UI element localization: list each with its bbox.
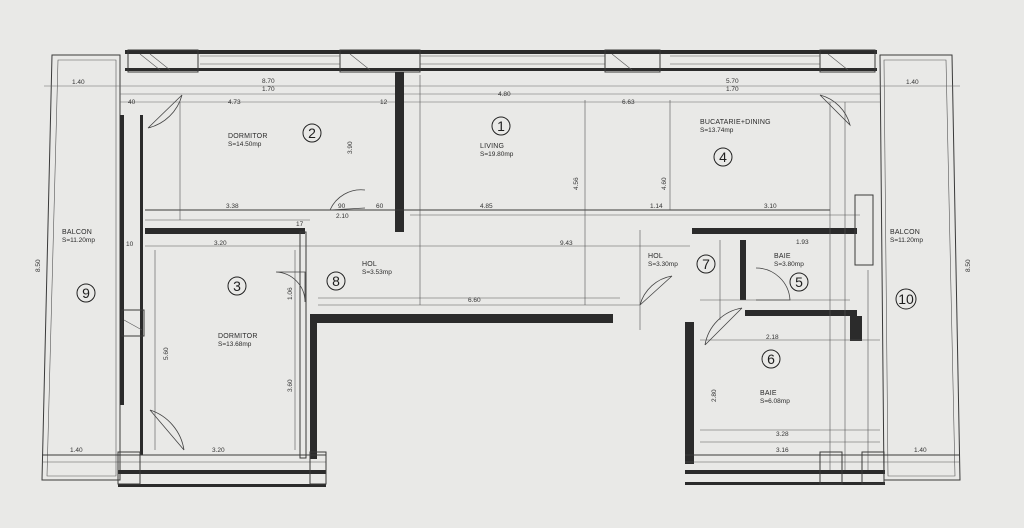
room-area-hol-8: S=3.53mp: [362, 269, 392, 276]
dim-row2-mid: 4.80: [498, 91, 511, 98]
room-name-baie-5: BAIE: [774, 253, 791, 260]
room-label-1: 1 LIVING S=19.80mp: [480, 116, 514, 158]
room-area-balcon-10: S=11.20mp: [890, 237, 923, 244]
room-label-4: 4 BUCATARIE+DINING S=13.74mp: [700, 119, 771, 167]
balcony-left-outline: [41, 54, 121, 481]
room-name-dormitor-3: DORMITOR: [218, 333, 258, 340]
room-area-hol-7: S=3.30mp: [648, 261, 678, 268]
room-name-balcon-9: BALCON: [62, 229, 92, 236]
dim-room3-bottom: 3.20: [212, 447, 225, 454]
room-number-6: 6: [767, 351, 775, 367]
dim-room3-height2: 3.60: [287, 379, 294, 392]
dim-bath5-w: 1.93: [796, 239, 809, 246]
room-number-8: 8: [332, 273, 340, 289]
dim-small-17: 17: [296, 221, 304, 228]
room-name-bucatarie: BUCATARIE+DINING: [700, 119, 771, 126]
dim-bottom-right-balcony: 1.40: [914, 447, 927, 454]
left-exterior-wall: [120, 115, 145, 455]
dim-bath6-bottom: 3.28: [776, 431, 789, 438]
dim-bottom-left-balcony: 1.40: [70, 447, 83, 454]
dim-door-60: 60: [376, 203, 384, 210]
room-area-dormitor-2: S=14.50mp: [228, 141, 262, 148]
dim-top-mid-a: 8.70: [262, 78, 275, 85]
dim-kitchen-w: 1.14: [650, 203, 663, 210]
room-name-baie-6: BAIE: [760, 390, 777, 397]
dim-room2-height: 3.90: [347, 141, 354, 154]
room-number-9: 9: [82, 285, 90, 301]
dim-mid-span: 6.60: [468, 297, 481, 304]
dim-room4-width: 3.10: [764, 203, 777, 210]
top-exterior-wall: [125, 49, 877, 73]
dim-sub-12: 12: [380, 99, 388, 106]
dim-top-mid-a2: 1.70: [262, 86, 275, 93]
room-number-4: 4: [719, 149, 727, 165]
dim-room4-height: 4.60: [661, 177, 668, 190]
room-name-hol-7: HOL: [648, 253, 663, 260]
room-name-dormitor-2: DORMITOR: [228, 133, 268, 140]
top-dimension-lines: [44, 85, 960, 103]
dim-row2-right: 6.63: [622, 99, 635, 106]
room-number-3: 3: [233, 278, 241, 294]
room-area-balcon-9: S=11.20mp: [62, 237, 95, 244]
dim-top-mid-b2: 1.70: [726, 86, 739, 93]
bottom-exterior-walls: [42, 451, 960, 487]
room-number-5: 5: [795, 274, 803, 290]
dim-side-right: 8.50: [965, 259, 972, 272]
room-number-2: 2: [308, 125, 316, 141]
dim-top-mid-b: 5.70: [726, 78, 739, 85]
room-name-hol-8: HOL: [362, 261, 377, 268]
dim-hol8-h: 1.06: [287, 287, 294, 300]
dim-sub-40: 40: [128, 99, 136, 106]
door-swings: [147, 94, 851, 451]
room-name-living: LIVING: [480, 143, 504, 150]
dim-bath6-bottom2: 3.16: [776, 447, 789, 454]
dim-long-span: 9.43: [560, 240, 573, 247]
balcony-right-outline: [879, 54, 961, 481]
dim-room1-height: 4.56: [573, 177, 580, 190]
dim-top-right-balcony: 1.40: [906, 79, 919, 86]
dim-bath6-height: 2.80: [711, 389, 718, 402]
room-number-10: 10: [898, 291, 914, 307]
room-label-10: 10 BALCON S=11.20mp: [890, 229, 923, 310]
partition-lines: [145, 75, 880, 470]
room-number-1: 1: [497, 118, 505, 134]
room-area-baie-5: S=3.80mp: [774, 261, 804, 268]
room-label-7: 7 HOL S=3.30mp: [648, 253, 716, 274]
dim-small-10: 10: [126, 241, 134, 248]
room-area-living: S=19.80mp: [480, 151, 514, 158]
dimension-labels: 1.40 8.70 1.70 5.70 1.70 1.40 4.73 4.80 …: [35, 78, 972, 454]
interior-walls: [145, 72, 874, 464]
dim-balcony-height: 8.50: [35, 259, 42, 272]
room-label-6: 6 BAIE S=6.08mp: [760, 349, 790, 405]
room-label-9: 9 BALCON S=11.20mp: [62, 229, 96, 303]
dim-room1-width: 4.85: [480, 203, 493, 210]
dim-bath6-w: 2.18: [766, 334, 779, 341]
room-name-balcon-10: BALCON: [890, 229, 920, 236]
room-label-8: 8 HOL S=3.53mp: [326, 261, 392, 291]
room-label-2: 2 DORMITOR S=14.50mp: [228, 123, 322, 148]
room-label-3: 3 DORMITOR S=13.68mp: [218, 276, 258, 348]
room-label-5: 5 BAIE S=3.80mp: [774, 253, 809, 292]
room-number-7: 7: [702, 256, 710, 272]
room-area-bucatarie: S=13.74mp: [700, 127, 734, 134]
room-area-dormitor-3: S=13.68mp: [218, 341, 252, 348]
room-area-baie-6: S=6.08mp: [760, 398, 790, 405]
dim-top-left-balcony: 1.40: [72, 79, 85, 86]
dim-row2-left: 4.73: [228, 99, 241, 106]
dim-hol-width: 3.20: [214, 240, 227, 247]
dim-room3-height: 5.60: [163, 347, 170, 360]
dim-door-90: 90: [338, 203, 346, 210]
dim-room2-width: 3.38: [226, 203, 239, 210]
dim-door-210: 2.10: [336, 213, 349, 220]
